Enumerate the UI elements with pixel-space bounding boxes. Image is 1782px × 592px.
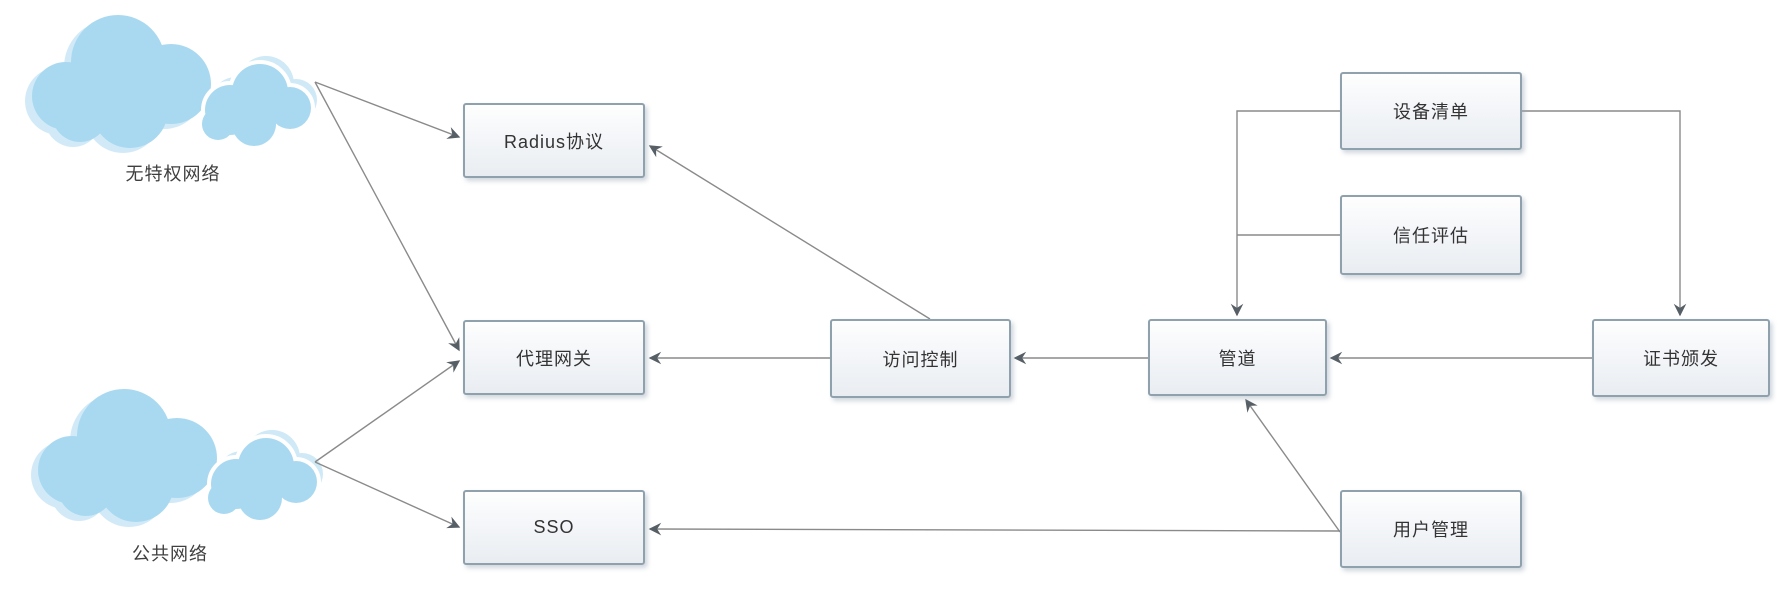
node-label-pipeline: 管道 [1218,348,1257,369]
node-user-management: 用户管理 [1340,490,1522,568]
cloud-public-network [14,378,344,530]
node-label-radius-protocol: Radius协议 [503,131,605,152]
node-sso: SSO [463,490,645,565]
node-trust-evaluation: 信任评估 [1340,195,1522,275]
node-label-cert-issuance: 证书颁发 [1643,349,1719,369]
node-label-trust-evaluation: 信任评估 [1393,226,1469,246]
node-label-sso: SSO [533,517,575,537]
node-pipeline: 管道 [1148,319,1327,396]
node-label-proxy-gateway: 代理网关 [516,348,592,369]
arrow-device-inventory-to-pipeline [1230,110,1340,317]
cloud-label-public-network: 公共网络 [132,544,208,564]
node-label-user-management: 用户管理 [1393,520,1469,540]
node-proxy-gateway: 代理网关 [463,320,645,395]
node-cert-issuance: 证书颁发 [1592,319,1770,397]
node-access-control: 访问控制 [830,319,1011,398]
cloud-unprivileged-network [8,4,338,156]
cloud-label-unprivileged-network: 无特权网络 [125,164,221,184]
arrow-device-inventory-to-cert-issuance [1522,110,1687,317]
node-label-device-inventory: 设备清单 [1393,102,1469,122]
node-label-access-control: 访问控制 [882,349,959,370]
node-radius-protocol: Radius协议 [463,103,645,178]
arrow-access-control-to-radius [648,145,931,320]
arrow-user-management-to-pipeline [1245,398,1341,533]
arrow-user-management-to-sso [648,522,1341,536]
node-device-inventory: 设备清单 [1340,72,1522,150]
